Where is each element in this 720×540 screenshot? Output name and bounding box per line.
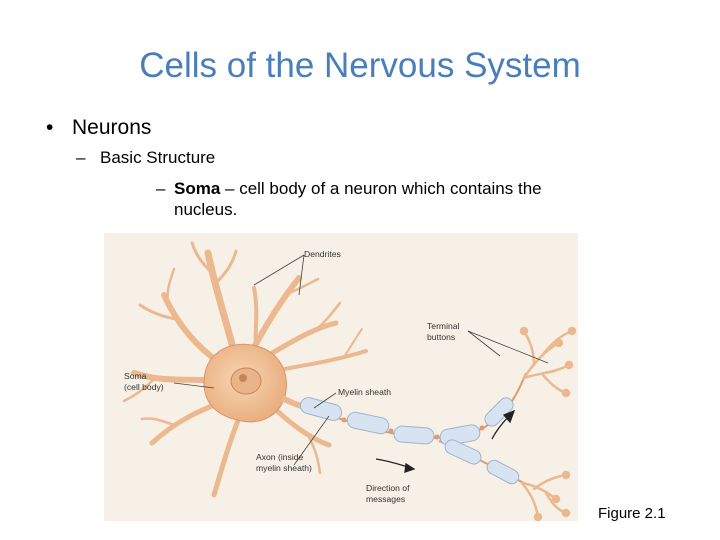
bullet-soma: –Soma – cell body of a neuron which cont… xyxy=(156,178,626,220)
neuron-diagram: Dendrites Terminal buttons Soma (cell bo… xyxy=(122,241,577,521)
terminal-buttons-lower xyxy=(520,470,571,521)
label-terminal-buttons-1: Terminal xyxy=(427,321,460,331)
label-axon-2: myelin sheath) xyxy=(256,463,312,473)
label-direction-2: messages xyxy=(366,494,405,504)
label-terminal-buttons-2: buttons xyxy=(427,332,455,342)
bullet-dot: • xyxy=(46,116,54,139)
myelinated-axon xyxy=(299,372,527,485)
figure-caption: Figure 2.1 xyxy=(598,505,666,522)
nucleus xyxy=(230,367,262,395)
nucleolus xyxy=(239,374,247,382)
bullet-dash: – xyxy=(76,148,86,167)
bullet-dash: – xyxy=(156,179,166,198)
soma-term: Soma xyxy=(174,179,221,198)
bullet-neurons-text: Neurons xyxy=(72,116,152,139)
label-myelin-sheath: Myelin sheath xyxy=(338,387,391,397)
label-soma-2: (cell body) xyxy=(124,382,164,392)
soma-cell-body xyxy=(203,343,287,423)
label-dendrites: Dendrites xyxy=(304,249,341,259)
soma-definition-line2: nucleus. xyxy=(174,200,238,219)
label-axon-1: Axon (inside xyxy=(256,452,304,462)
leader-lines xyxy=(173,254,549,466)
label-soma-1: Soma xyxy=(124,371,147,381)
direction-arrows xyxy=(375,409,516,473)
neuron-figure: Dendrites Terminal buttons Soma (cell bo… xyxy=(104,233,578,521)
label-direction-1: Direction of xyxy=(366,483,410,493)
bullet-basic-structure-text: Basic Structure xyxy=(100,148,216,167)
terminal-buttons-upper xyxy=(519,326,577,398)
bullet-neurons: • Neurons xyxy=(46,116,151,140)
soma-definition-line1: – cell body of a neuron which contains t… xyxy=(220,179,542,198)
bullet-basic-structure: –Basic Structure xyxy=(76,148,215,168)
slide-title: Cells of the Nervous System xyxy=(139,46,581,85)
